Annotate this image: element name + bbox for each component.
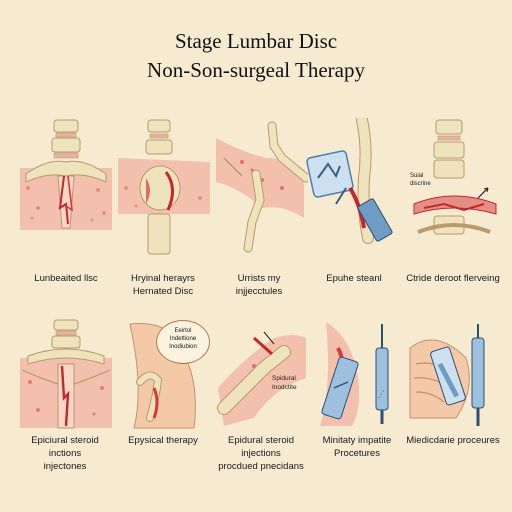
injection-illustration <box>216 121 308 253</box>
caption-line: Epysical therapy <box>128 435 198 446</box>
caption-line: Ctride deroot flerveing <box>406 273 500 284</box>
minimally-invasive-illustration: ◦ ◦ ◦ <box>320 322 389 426</box>
page-title-line-1: Stage Lumbar Disc <box>174 29 338 53</box>
caption-epidural-steroid-injections: Epiciural steroid inctions injectones <box>14 434 116 473</box>
caption-line: injectones <box>43 461 87 472</box>
caption-line: Hryinal herayrs <box>131 273 195 284</box>
caption-line: Miedicdarie proceures <box>406 435 500 446</box>
procedure-label: Spidural Inodctite <box>272 374 297 392</box>
panel-epidural-steroid <box>306 118 402 244</box>
panel-minimally-invasive: ◦ ◦ ◦ <box>312 318 408 426</box>
caption-line: Lunbeaited llsc <box>34 273 98 284</box>
bubble-line: Inodiubion <box>169 344 197 350</box>
disc-bulge-label: Suial discrine <box>410 172 431 188</box>
label-line: Spidural <box>272 375 296 382</box>
caption-herniated-disc: Hryinal herayrs Hernated Disc <box>112 272 214 298</box>
herniated-disc-illustration <box>118 119 210 255</box>
epidural-procedure-illustration <box>217 331 306 426</box>
panel-herniated-disc <box>116 118 212 255</box>
caption-epidural-steroid: Epuhe steanl <box>303 272 405 285</box>
svg-text:◦ ◦ ◦: ◦ ◦ ◦ <box>377 389 387 400</box>
caption-line: Epuhe steanl <box>326 273 382 284</box>
bubble-line: Eeirtol <box>174 328 192 334</box>
caption-epidural-procedures: Epidural steroid injections procdued pne… <box>210 434 312 473</box>
lumbar-disc-illustration <box>20 119 112 230</box>
spine-injection-illustration <box>20 319 112 429</box>
caption-line: Epidural steroid injections <box>227 435 294 459</box>
callout-bubble: Eeirtol Indettione Inodiubion <box>156 320 210 364</box>
epidural-steroid-illustration <box>306 118 393 244</box>
panel-lumbar-disc <box>18 118 114 230</box>
bubble-line: Indettione <box>169 336 197 342</box>
caption-line: procdued pnecidans <box>218 461 304 472</box>
caption-line: Epiciural steroid inctions <box>31 435 99 459</box>
caption-injections: Urrists my injjecctules <box>208 272 310 298</box>
caption-physical-therapy: Epysical therapy <box>112 434 214 447</box>
panel-medication-procedures <box>406 318 502 426</box>
caption-line: Procetures <box>334 448 380 459</box>
panel-injections <box>212 118 308 253</box>
panel-physical-therapy: Eeirtol Indettione Inodiubion <box>120 318 216 429</box>
label-line: discrine <box>410 181 431 187</box>
label-line: Inodctite <box>272 384 297 391</box>
panel-epidural-steroid-injections <box>18 318 114 429</box>
caption-minimally-invasive: Minitaty impatite Procetures <box>306 434 408 460</box>
medication-procedure-illustration <box>409 324 485 426</box>
disc-bulge-illustration <box>413 119 497 235</box>
caption-line: Hernated Disc <box>132 286 194 297</box>
caption-line: Urrists my <box>237 273 281 284</box>
caption-lumbar-disc: Lunbeaited llsc <box>15 272 117 285</box>
page-title-line-2: Non-Son-surgeal Therapy <box>147 58 365 82</box>
panel-epidural-procedures: Spidural Inodctite <box>214 318 310 426</box>
caption-line: injjecctules <box>235 286 283 297</box>
label-line: Suial <box>410 173 424 179</box>
caption-disc-bulge: Ctride deroot flerveing <box>402 272 504 285</box>
panel-disc-bulge: Suial discrine <box>404 118 500 235</box>
caption-line: Minitaty impatite <box>322 435 392 446</box>
caption-medication-procedures: Miedicdarie proceures <box>402 434 504 447</box>
